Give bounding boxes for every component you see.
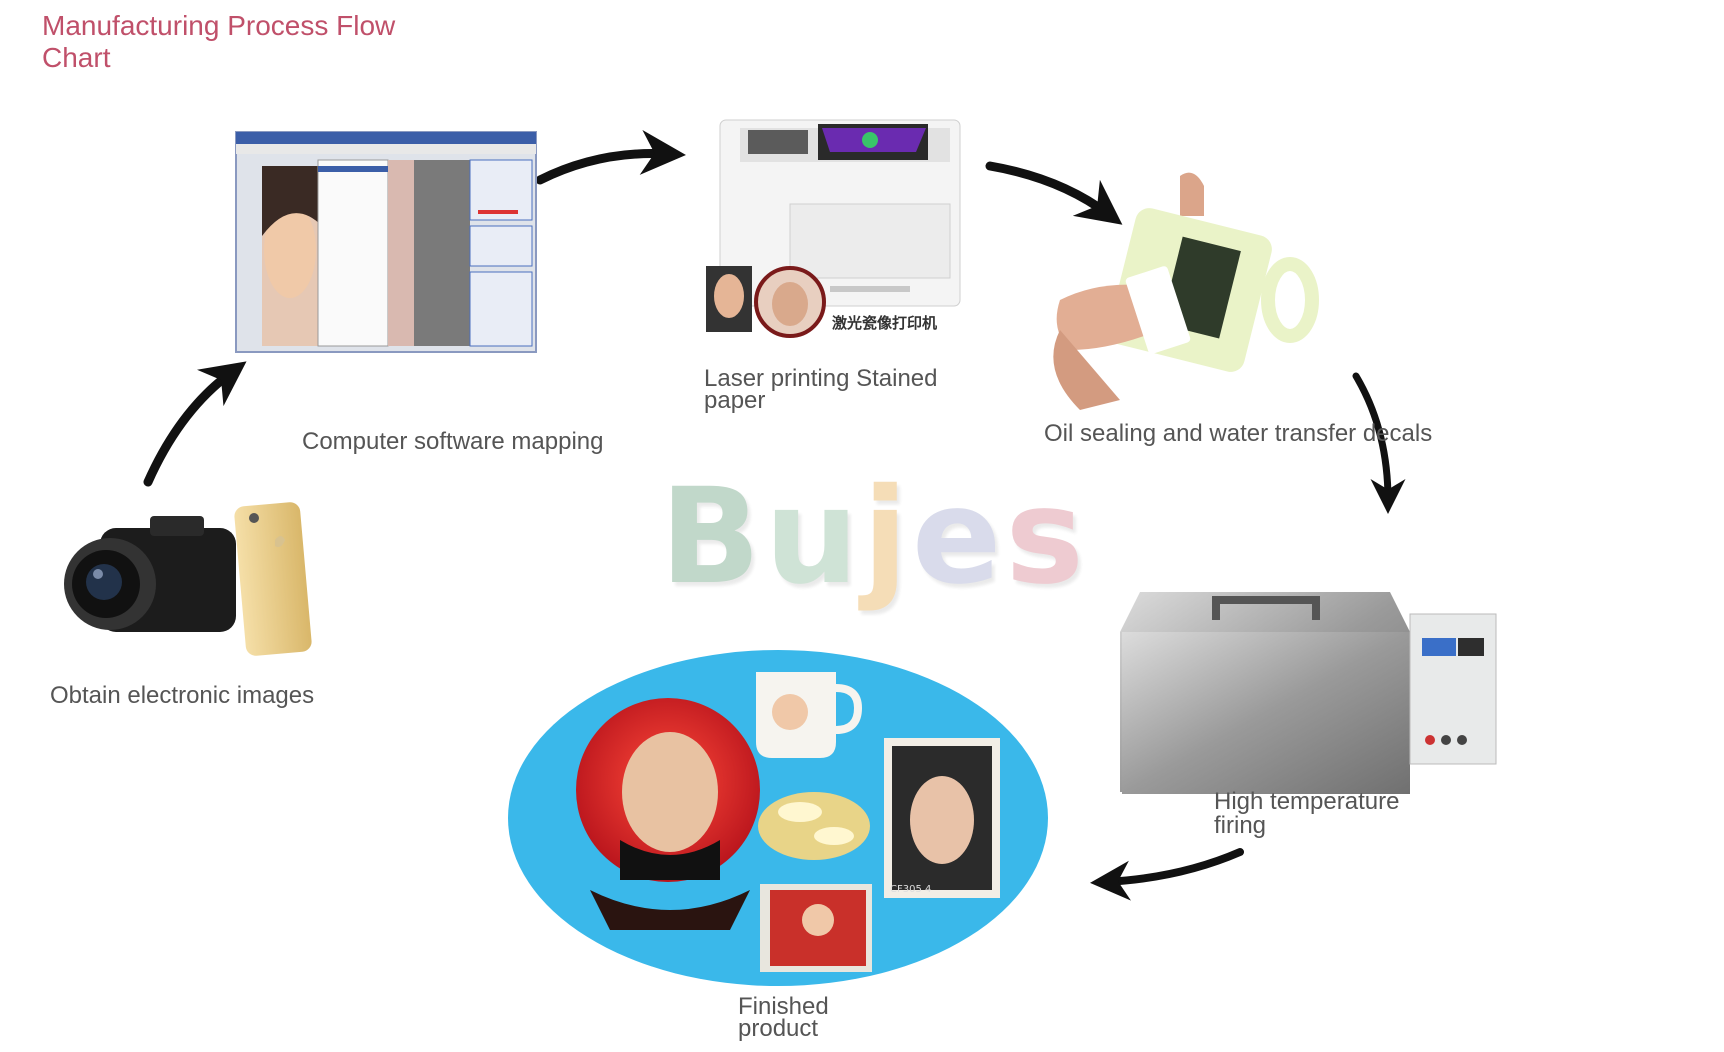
step-label-software: Computer software mapping <box>302 428 604 455</box>
arrow-2-icon <box>535 129 686 185</box>
watermark-letter: B <box>660 460 765 614</box>
step-label-obtain: Obtain electronic images <box>50 682 315 709</box>
printer-caption: 激光瓷像打印机 <box>832 314 937 332</box>
arrow-4-icon <box>1352 372 1406 514</box>
step-label-laser: Laser printing Stained paper <box>704 365 938 414</box>
decal-mug-icon <box>1053 172 1319 410</box>
step-label-oil: Oil sealing and water transfer decals <box>1044 420 1433 447</box>
arrow-5-icon <box>1090 848 1244 901</box>
watermark: Bujes <box>660 460 1088 614</box>
step-label-finished: Finished product <box>738 993 829 1042</box>
phone-icon <box>234 502 312 656</box>
camera-icon <box>64 516 236 632</box>
watermark-letter: e <box>911 460 1006 614</box>
software-window-icon <box>235 131 537 353</box>
watermark-letter: s <box>1005 460 1088 614</box>
step-label-firing: High temperature firing <box>1214 788 1400 839</box>
printer-icon: 激光瓷像打印机 <box>706 119 961 338</box>
arrow-3-icon <box>985 161 1123 225</box>
watermark-letter: u <box>764 460 863 614</box>
finished-products-icon: CF305 4 <box>508 650 1048 986</box>
page-title: Manufacturing Process Flow Chart <box>42 10 396 73</box>
frame-caption: CF305 4 <box>890 884 931 895</box>
furnace-icon <box>1120 592 1497 794</box>
watermark-letter: j <box>862 460 912 614</box>
arrow-1-icon <box>143 361 247 487</box>
